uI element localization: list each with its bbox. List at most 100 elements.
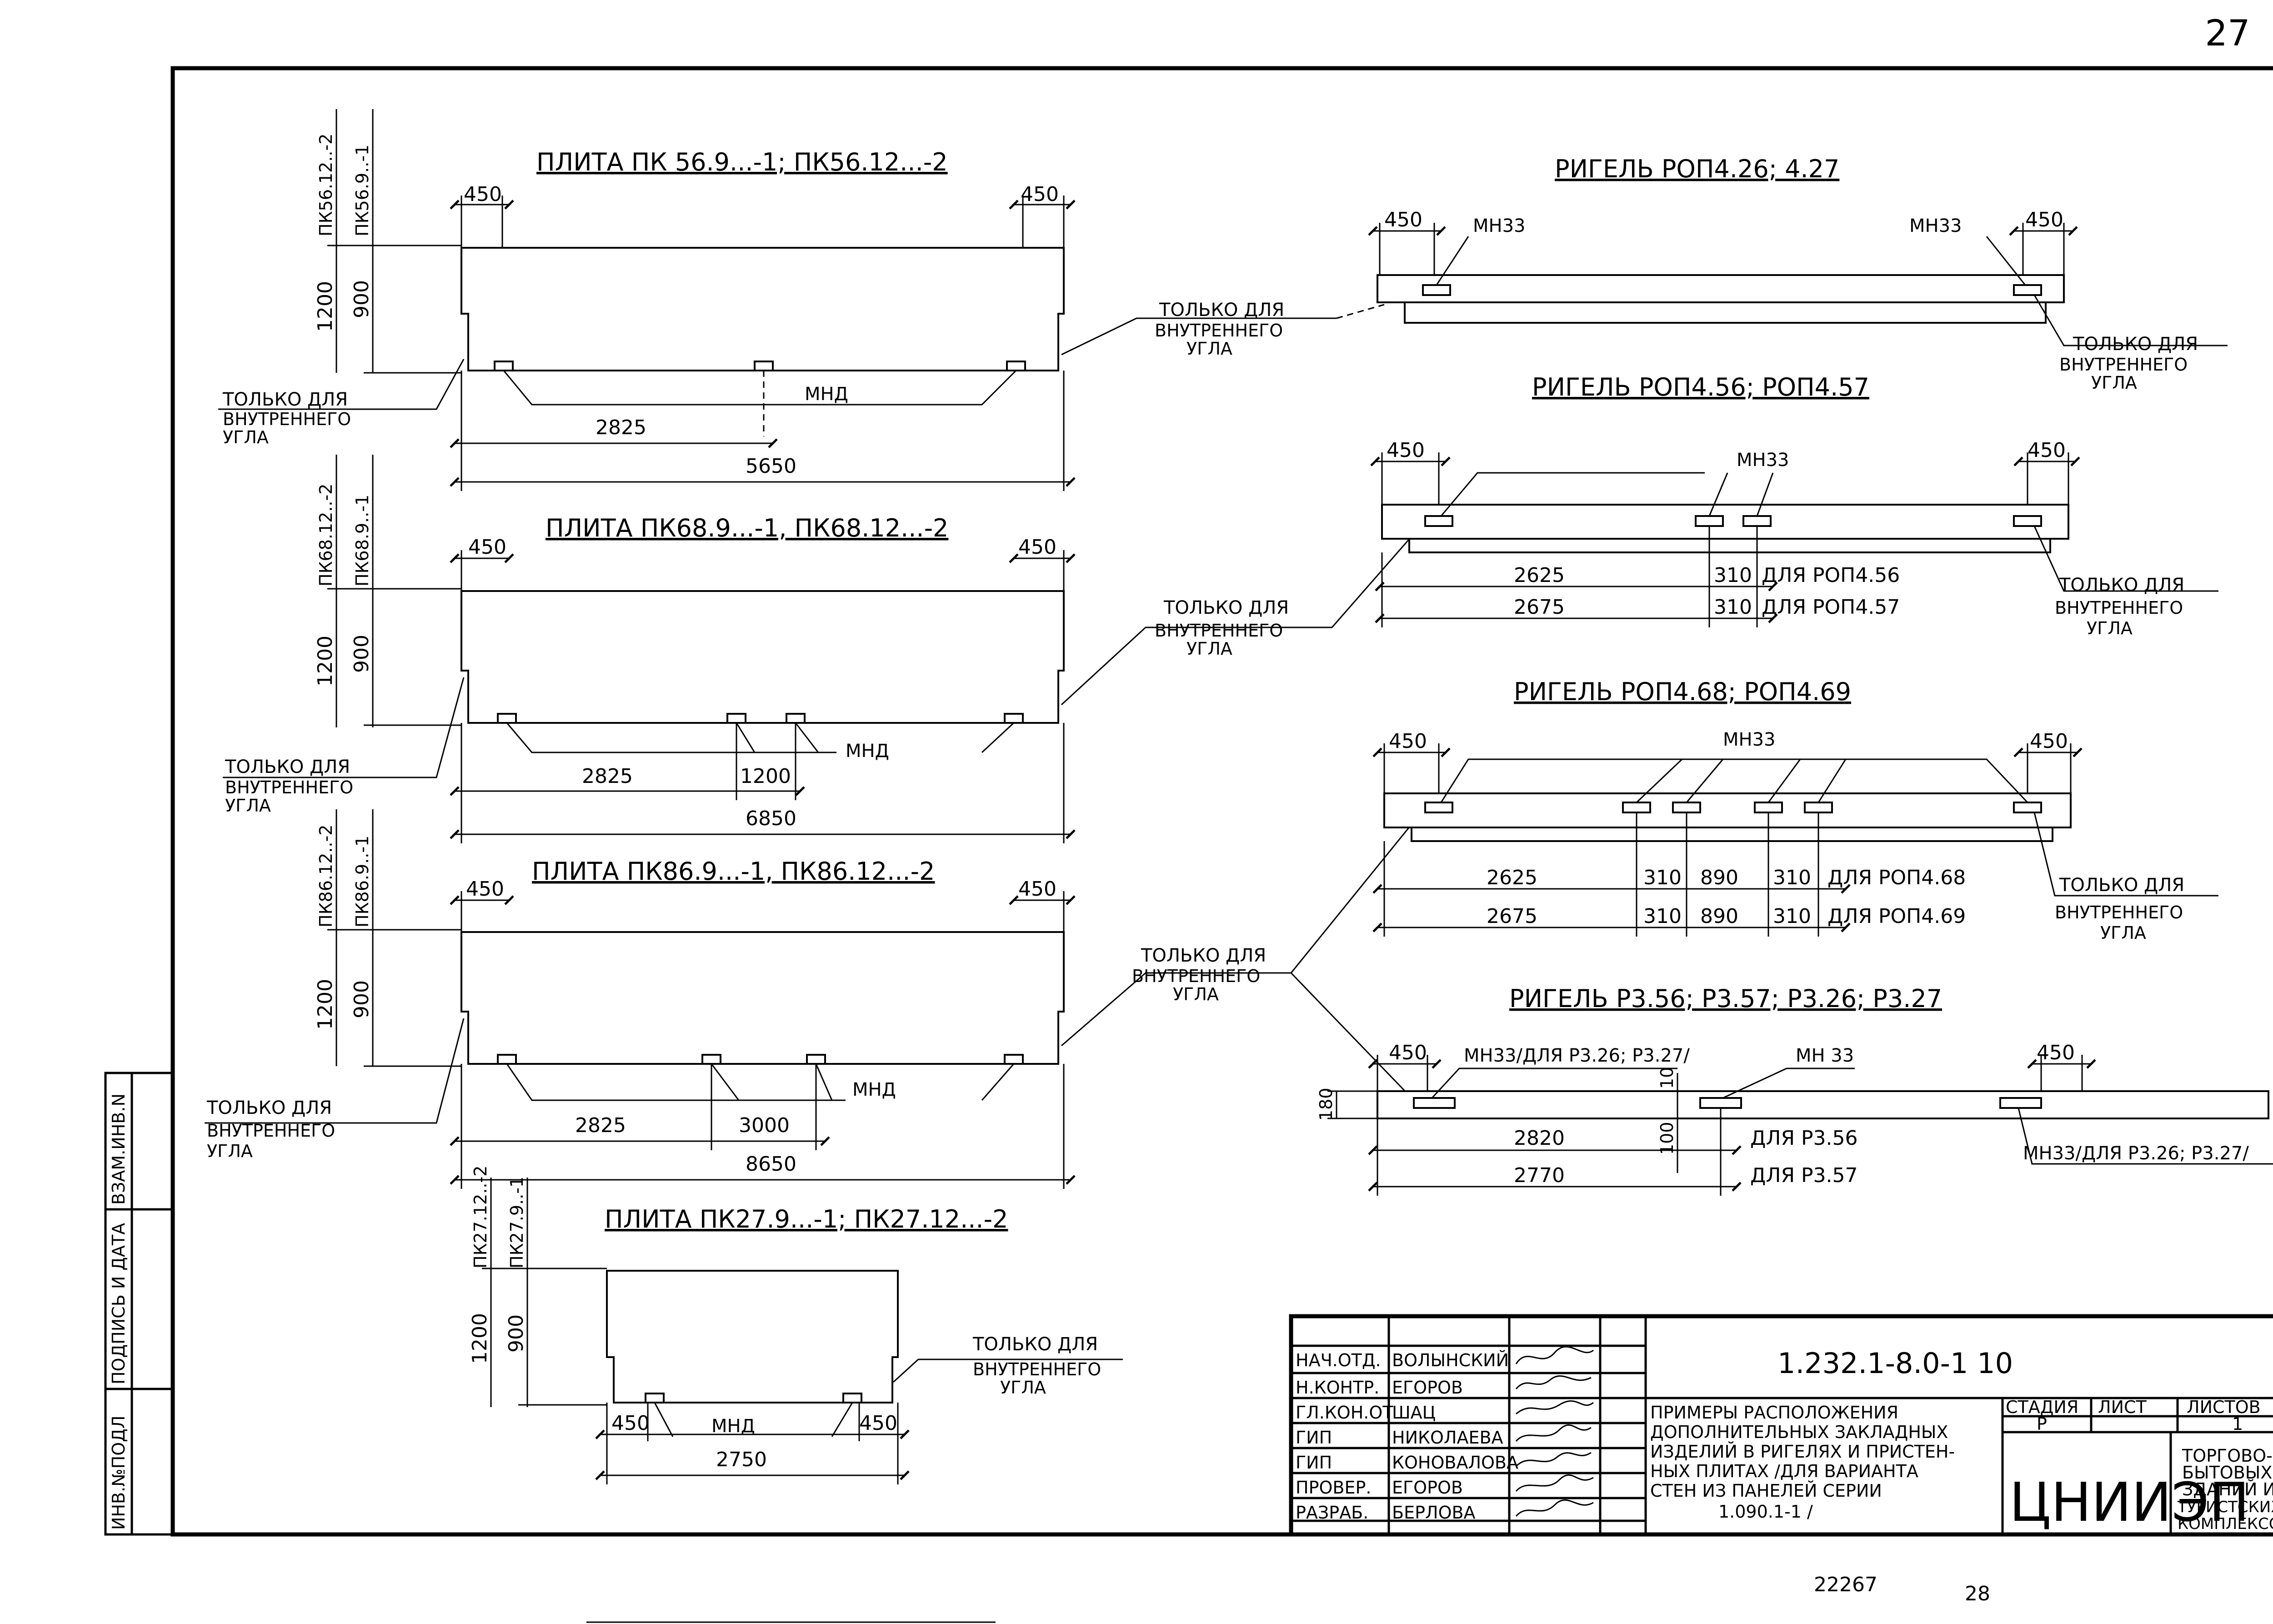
stamp-org-logo: ЦНИИЭП [2009, 1471, 2249, 1534]
slab-3-edge-left: 450 [466, 877, 504, 901]
mid-note-2-line-1: ТОЛЬКО ДЛЯ [1163, 597, 1289, 618]
beam-3-insert [1754, 802, 1783, 813]
slab-4-note-3: УГЛА [1000, 1378, 1046, 1398]
next-page-number: 28 [1965, 1582, 1990, 1605]
beam-1-edge-left: 450 [1384, 208, 1422, 231]
slab-3-note-1: ТОЛЬКО ДЛЯ [206, 1098, 332, 1118]
slab-4-edge-right: 450 [859, 1412, 897, 1435]
beam-3: РИГЕЛЬ РОП4.68; РОП4.69 450 450 МН33 262… [1372, 677, 2218, 943]
beam-4-tag-left: МН33/ДЛЯ Р3.26; Р3.27/ [1464, 1045, 1690, 1066]
beam-2-note-2: ВНУТРЕННЕГО [2055, 598, 2183, 618]
stamp-name-4: НИКОЛАЕВА [1392, 1428, 1503, 1448]
mid-note-1-line-3: УГЛА [1187, 339, 1232, 359]
beam-3-dim-1-d: 310 [1773, 866, 1811, 889]
slab-3-side-a: ПК86.12..-2 [316, 825, 336, 927]
slab-1-note-1: ТОЛЬКО ДЛЯ [222, 389, 348, 410]
stamp-role-5: ГИП [1296, 1453, 1332, 1473]
beam-2-dim-2-a: 2675 [1514, 596, 1565, 619]
beam-2-note-1: ТОЛЬКО ДЛЯ [2059, 575, 2184, 596]
slab-2-insert [1004, 713, 1024, 724]
beam-2-edge-left: 450 [1387, 439, 1425, 462]
slab-4-total: 2750 [716, 1448, 767, 1471]
slab-2-insert [497, 713, 517, 724]
slab-3-title: ПЛИТА ПК86.9...-1, ПК86.12...-2 [532, 857, 935, 886]
signatures [1515, 1346, 1594, 1517]
stamp-stage-header: СТАДИЯ [2006, 1397, 2078, 1417]
stamp-sheets-header: ЛИСТОВ [2187, 1397, 2261, 1417]
beam-1-tag-right: МН33 [1909, 216, 1962, 236]
beam-1-upper [1377, 274, 2065, 303]
stamp-role-4: ГИП [1296, 1428, 1332, 1448]
beam-3-note-3: УГЛА [2100, 923, 2146, 943]
stamp-role-1: НАЧ.ОТД. [1296, 1350, 1381, 1370]
beam-2-insert [1742, 515, 1772, 527]
slab-4-note-2: ВНУТРЕННЕГО [973, 1359, 1101, 1379]
mid-note-1-line-1: ТОЛЬКО ДЛЯ [1159, 300, 1284, 321]
slab-2-gap: 1200 [740, 765, 791, 788]
stamp-name-2: ЕГОРОВ [1392, 1378, 1463, 1398]
slab-4-insert [842, 1393, 862, 1403]
sheet-frame [170, 66, 2273, 1537]
side-strip-sign: ПОДПИСЬ И ДАТА [109, 1223, 129, 1384]
side-strip-inv: ИНВ.№ПОДЛ [109, 1416, 129, 1530]
slab-3-insert [497, 1054, 517, 1065]
slab-2-side-b: ПК68.9..-1 [352, 495, 372, 586]
beam-2-dim-1-label: ДЛЯ РОП4.56 [1762, 564, 1900, 587]
slab-1: ПЛИТА ПК 56.9...-1; ПК56.12...-2 450 450… [218, 109, 1076, 491]
slab-1-part: 2825 [596, 416, 646, 439]
beam-4-dim-2-a: 2770 [1514, 1164, 1565, 1187]
beam-2-edge-right: 450 [2028, 439, 2066, 462]
slab-1-title: ПЛИТА ПК 56.9...-1; ПК56.12...-2 [536, 148, 948, 176]
slab-2: ПЛИТА ПК68.9...-1, ПК68.12...-2 450 450 … [223, 455, 1076, 843]
stamp-org-desc-1: ТОРГОВО- [2182, 1446, 2273, 1466]
slab-2-outline [461, 590, 1065, 724]
beam-4-dim-1-label: ДЛЯ Р3.56 [1750, 1127, 1858, 1150]
slab-2-side-a: ПК68.12..-2 [316, 484, 336, 586]
beam-4-body [1377, 1090, 2269, 1119]
slab-1-edge-left: 450 [464, 183, 502, 206]
beam-2-dim-1-a: 2625 [1514, 564, 1565, 587]
beam-2-lower [1408, 538, 2051, 553]
beam-1-title: РИГЕЛЬ РОП4.26; 4.27 [1555, 155, 1839, 183]
slab-1-h-outer: 1200 [314, 281, 337, 332]
slab-2-insert [786, 713, 806, 724]
slab-2-title: ПЛИТА ПК68.9...-1, ПК68.12...-2 [546, 514, 948, 542]
beam-2-insert [1695, 515, 1724, 527]
slab-2-note-2: ВНУТРЕННЕГО [225, 777, 353, 797]
beam-3-dim-1-a: 2625 [1487, 866, 1537, 889]
stamp-role-3: ГЛ.КОН.ОТ [1296, 1403, 1393, 1423]
slab-2-note-1: ТОЛЬКО ДЛЯ [225, 757, 350, 777]
mid-note-2-line-2: ВНУТРЕННЕГО [1155, 621, 1283, 641]
stamp-sheets-value: 1 [2232, 1414, 2243, 1434]
beam-4-tag-right: МН33/ДЛЯ Р3.26; Р3.27/ [2023, 1143, 2249, 1164]
beam-2: РИГЕЛЬ РОП4.56; РОП4.57 450 450 МН33 262… [1370, 373, 2218, 638]
slab-2-note-3: УГЛА [225, 796, 271, 816]
slab-4-title: ПЛИТА ПК27.9...-1; ПК27.12...-2 [605, 1205, 1008, 1233]
stamp-role-7: РАЗРАБ. [1296, 1503, 1368, 1523]
beam-3-dim-1-label: ДЛЯ РОП4.68 [1827, 866, 1966, 889]
stamp-name-1: ВОЛЫНСКИЙ [1392, 1350, 1509, 1370]
beam-3-insert [1672, 802, 1701, 813]
mid-note-3-line-2: ВНУТРЕННЕГО [1132, 966, 1260, 986]
beam-2-dim-2-b: 310 [1714, 596, 1752, 619]
slab-1-edge-right: 450 [1021, 183, 1059, 206]
beam-3-insert [1424, 802, 1453, 813]
beam-3-edge-left: 450 [1389, 730, 1427, 753]
beam-4-insert [1413, 1097, 1456, 1109]
slab-4-outline [606, 1270, 899, 1403]
beam-1: РИГЕЛЬ РОП4.26; 4.27 450 450 МН33 МН33 Т… [1368, 155, 2228, 393]
slab-3-insert [701, 1054, 721, 1065]
beam-2-title: РИГЕЛЬ РОП4.56; РОП4.57 [1532, 373, 1869, 401]
mid-note-2-line-3: УГЛА [1187, 639, 1232, 659]
slab-4: ПЛИТА ПК27.9...-1; ПК27.12...-2 ПК27.12.… [468, 1166, 1123, 1484]
beam-2-tag: МН33 [1737, 450, 1789, 471]
stamp-desc-6: 1.090.1-1 / [1718, 1502, 1813, 1522]
beam-3-note-2: ВНУТРЕННЕГО [2055, 902, 2183, 922]
beam-1-lower [1404, 301, 2047, 324]
beam-4-insert [1999, 1097, 2042, 1109]
mid-note-1-line-2: ВНУТРЕННЕГО [1155, 321, 1283, 341]
slab-3-h-inner: 900 [350, 980, 373, 1018]
slab-2-h-outer: 1200 [314, 636, 337, 687]
